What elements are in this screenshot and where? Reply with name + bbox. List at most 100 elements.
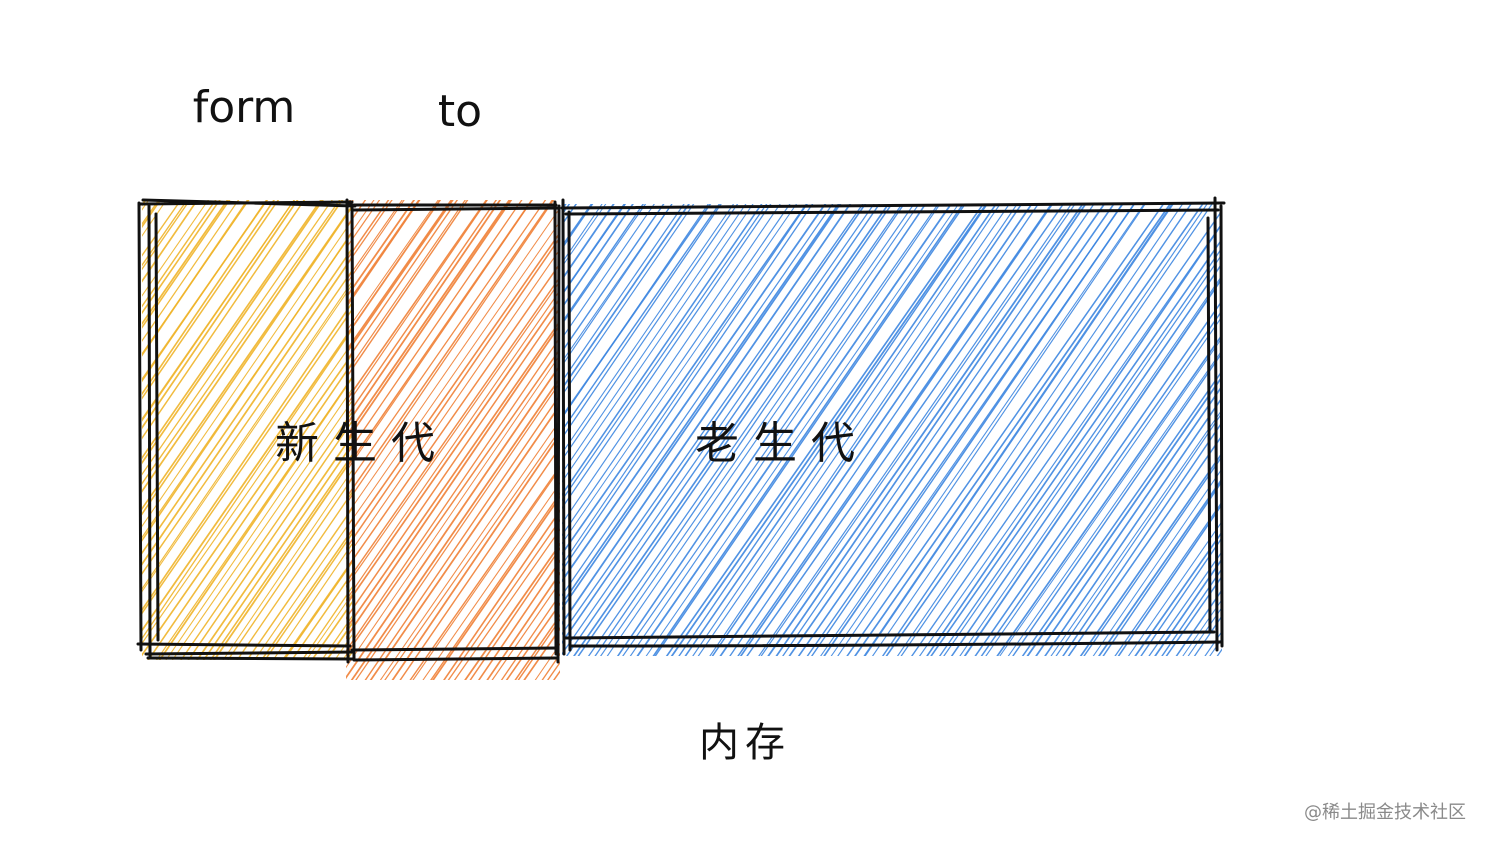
hatch-stroke [775,204,1087,656]
hatch-stroke [0,188,104,670]
hatch-stroke [142,200,249,357]
hatch-stroke [1140,536,1222,656]
hatch-stroke [142,200,147,207]
hatch-stroke [1134,530,1222,656]
hatch-stroke [1216,192,1488,668]
hatch-stroke [196,433,352,660]
hatch-stroke [346,200,523,457]
hatch-stroke [711,204,1023,656]
old-space-block [560,196,1226,656]
hatch-stroke [346,200,416,300]
hatch-stroke [491,581,560,680]
hatch-stroke [562,204,808,556]
hatch-stroke [562,204,655,340]
hatch-stroke [453,528,560,680]
hatch-stroke [142,200,344,493]
hatch-stroke [346,200,547,488]
hatch-stroke [447,519,560,680]
hatch-stroke [665,204,985,656]
watermark: @稀土掘金技术社区 [1304,802,1466,823]
hatch-stroke [246,507,352,660]
hatch-stroke [165,388,352,660]
hatch-stroke [346,206,560,517]
hatch-stroke [142,200,333,476]
young-generation-label: 新生代 [275,418,449,469]
hatch-stroke [346,231,560,541]
hatch-stroke [409,465,560,680]
from-space-block [136,198,357,664]
hatch-stroke [1204,630,1222,656]
hatch-stroke [222,469,352,660]
hatch-stroke [562,204,695,397]
hatch-stroke [562,204,634,310]
hatch-stroke [272,543,352,660]
hatch-stroke [885,204,1204,656]
hatch-stroke [0,188,264,690]
hatch-stroke [652,204,965,656]
hatch-stroke [158,376,352,660]
hatch-stroke [142,352,352,657]
hatch-stroke [346,200,405,286]
hatch-stroke [464,542,560,680]
hatch-stroke [142,204,352,511]
hatch-stroke [430,492,560,680]
hatch-stroke [469,547,560,680]
from-space-hatch [0,188,352,670]
hatch-stroke [943,253,1222,656]
hatch-stroke [863,204,1173,656]
hatch-stroke [0,188,145,670]
hatch-stroke [562,204,875,655]
hatch-stroke [709,204,1018,656]
hatch-stroke [355,381,560,680]
hatch-stroke [692,204,1001,656]
hatch-stroke [0,188,13,670]
hatch-stroke [1117,502,1222,656]
hatch-stroke [760,204,1076,656]
hatch-stroke [654,204,966,656]
hatch-stroke [1161,567,1222,656]
hatch-stroke [0,188,54,670]
hatch-stroke [797,204,1115,656]
hatch-stroke [697,204,1011,656]
hatch-stroke [0,188,16,670]
hatch-stroke [443,509,560,680]
hatch-stroke [562,204,772,509]
hatch-stroke [896,204,1208,656]
hatch-stroke [1225,192,1488,668]
hatch-stroke [1232,192,1488,668]
hatch-stroke [350,376,560,680]
hatch-stroke [486,571,560,680]
hatch-stroke [142,283,352,593]
memory-label: 内存 [699,720,791,766]
hatch-stroke [264,532,352,660]
hatch-stroke [500,593,560,680]
to-space-block [346,200,561,664]
hatch-stroke [0,188,57,670]
hatch-stroke [678,204,989,656]
hatch-stroke [739,204,1054,656]
hatch-stroke [670,204,988,656]
hatch-stroke [142,255,352,566]
hatch-stroke [959,274,1222,656]
hatch-stroke [562,204,781,525]
hatch-stroke [562,204,798,545]
hatch-stroke [782,204,1095,656]
hatch-stroke [142,200,217,308]
hatch-stroke [142,200,276,396]
hatch-stroke [346,347,560,657]
hatch-stroke [0,188,121,670]
hatch-stroke [142,200,299,430]
hatch-stroke [758,204,1073,656]
hatch-stroke [346,319,560,631]
hatch-stroke [0,188,78,670]
hatch-stroke [0,188,213,690]
hatch-stroke [346,323,560,640]
hatch-stroke [142,301,352,612]
hatch-stroke [209,453,352,660]
hatch-stroke [346,200,459,363]
hatch-stroke [1079,451,1222,656]
hatch-stroke [301,586,352,660]
hatch-stroke [412,467,560,680]
hatch-stroke [1035,384,1222,656]
hatch-stroke [930,237,1222,656]
